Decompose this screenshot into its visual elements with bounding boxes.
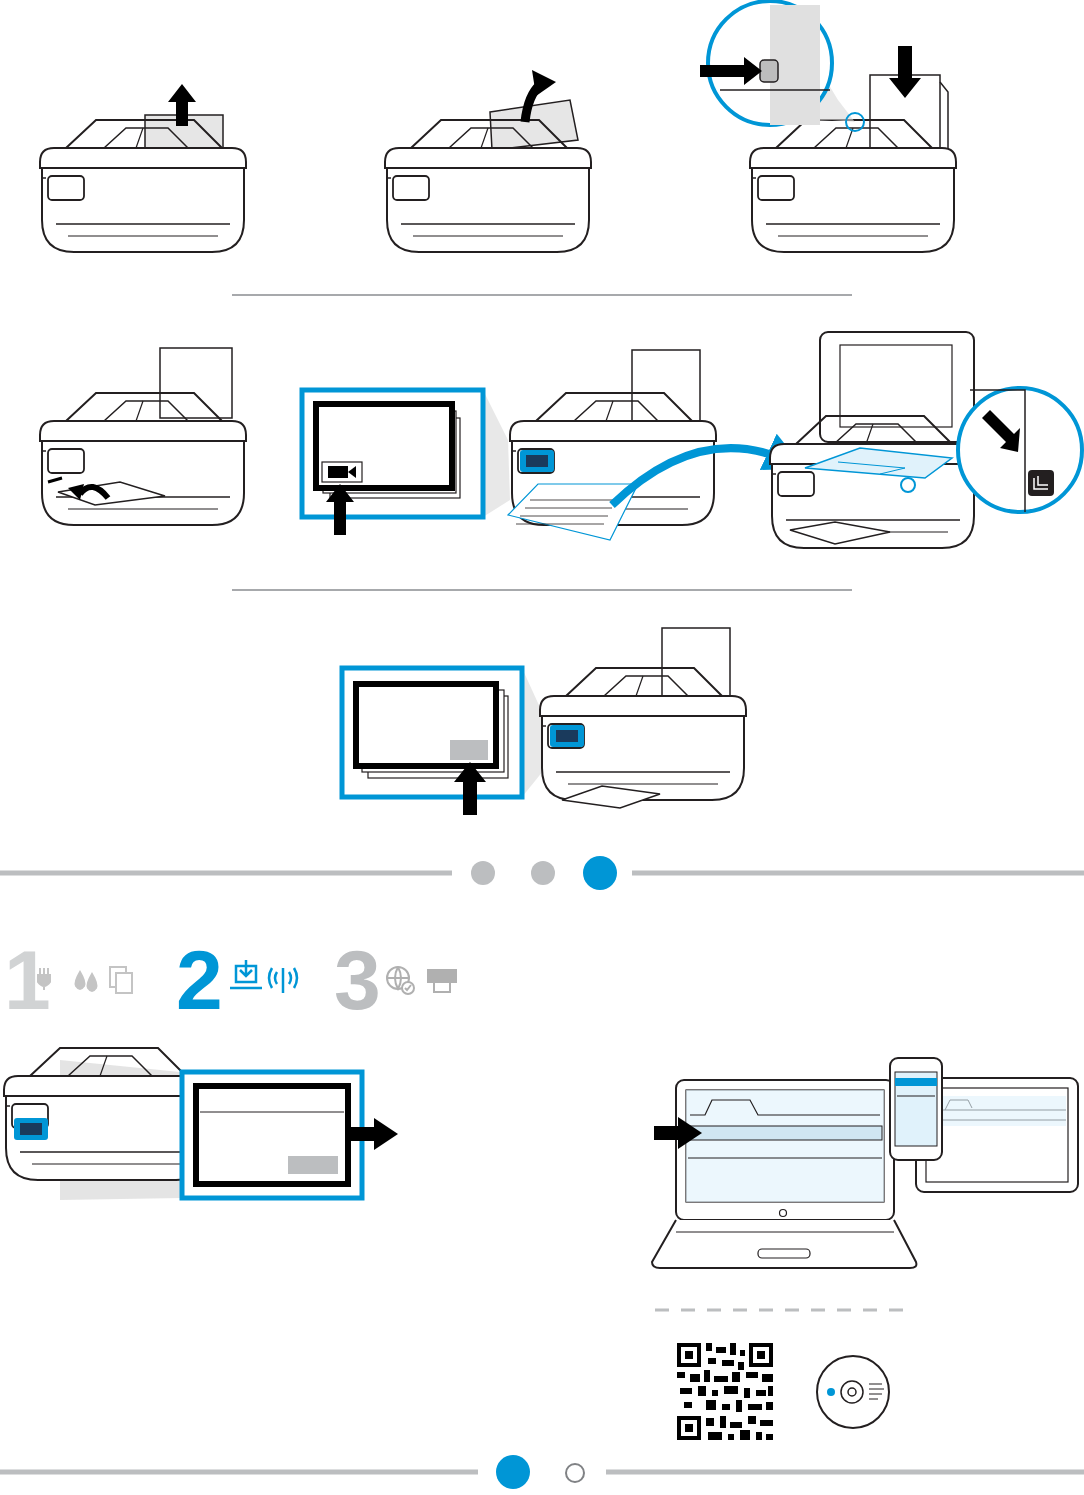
step-number: 2 <box>176 938 223 1022</box>
step-number: 3 <box>334 938 381 1022</box>
step-number: 1 <box>4 938 51 1022</box>
